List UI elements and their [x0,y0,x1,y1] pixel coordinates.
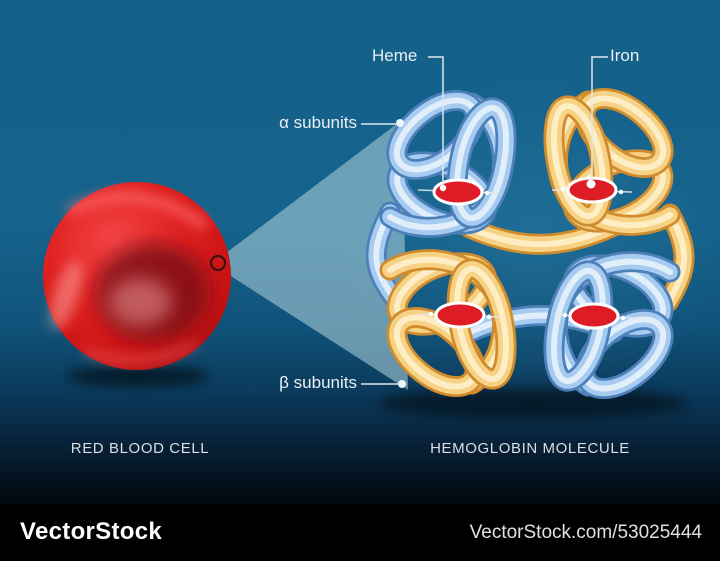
heme-group-bottom-left [419,301,501,329]
iron-pointer-line [591,56,608,182]
iron-atom [586,179,596,189]
alpha-subunits-label: α subunits [279,113,357,132]
vectorstock-logo: VectorStock [20,518,163,545]
red-blood-cell-caption: RED BLOOD CELL [70,440,210,457]
beta-subunit-top-right [554,98,670,225]
hemoglobin-molecule-caption: HEMOGLOBIN MOLECULE [430,440,630,457]
beta-pointer-line [361,380,406,388]
heme-group-top-left [417,178,499,206]
heme-pointer-line [428,56,444,186]
red-blood-cell-illustration [43,182,231,370]
iron-label: Iron [610,46,640,65]
hemoglobin-molecule-illustration [376,98,684,388]
vectorstock-url: VectorStock.com/53025444 [469,522,702,543]
alpha-pointer-line [361,119,404,127]
watermark-bar: VectorStock VectorStock.com/53025444 [0,504,720,561]
heme-group-top-right [551,176,633,204]
heme-pointer-dot [439,184,447,192]
magnified-region-circle [209,254,227,272]
molecule-shadow [378,388,688,418]
heme-group-bottom-right [553,302,635,330]
cell-shadow [66,365,210,387]
magnification-beam [222,120,408,390]
heme-label: Heme [372,46,418,65]
beta-subunits-label: β subunits [279,373,357,392]
alpha-subunit-top-left [390,100,506,227]
